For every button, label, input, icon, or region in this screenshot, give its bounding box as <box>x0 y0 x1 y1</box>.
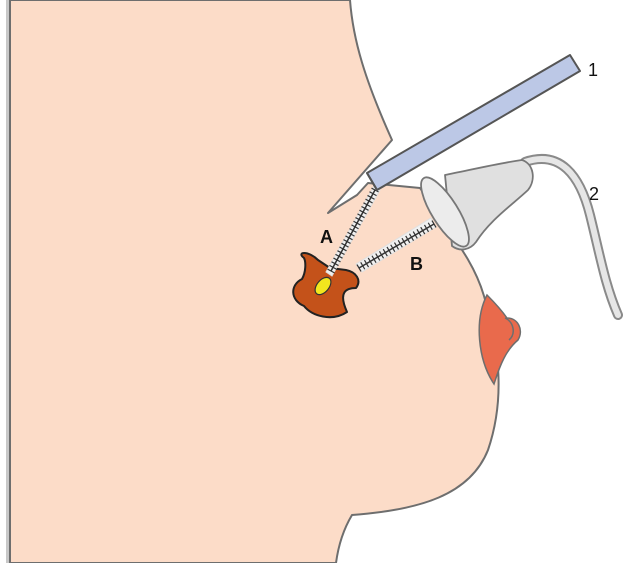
label-tool-1: 1 <box>588 60 598 80</box>
left-border <box>6 0 9 563</box>
label-path-b: B <box>410 254 423 274</box>
transducer-cable-inner <box>525 159 618 315</box>
label-tool-2: 2 <box>589 184 599 204</box>
transducer-cable <box>525 159 618 315</box>
skin-profile <box>10 0 499 563</box>
label-path-a: A <box>320 227 333 247</box>
